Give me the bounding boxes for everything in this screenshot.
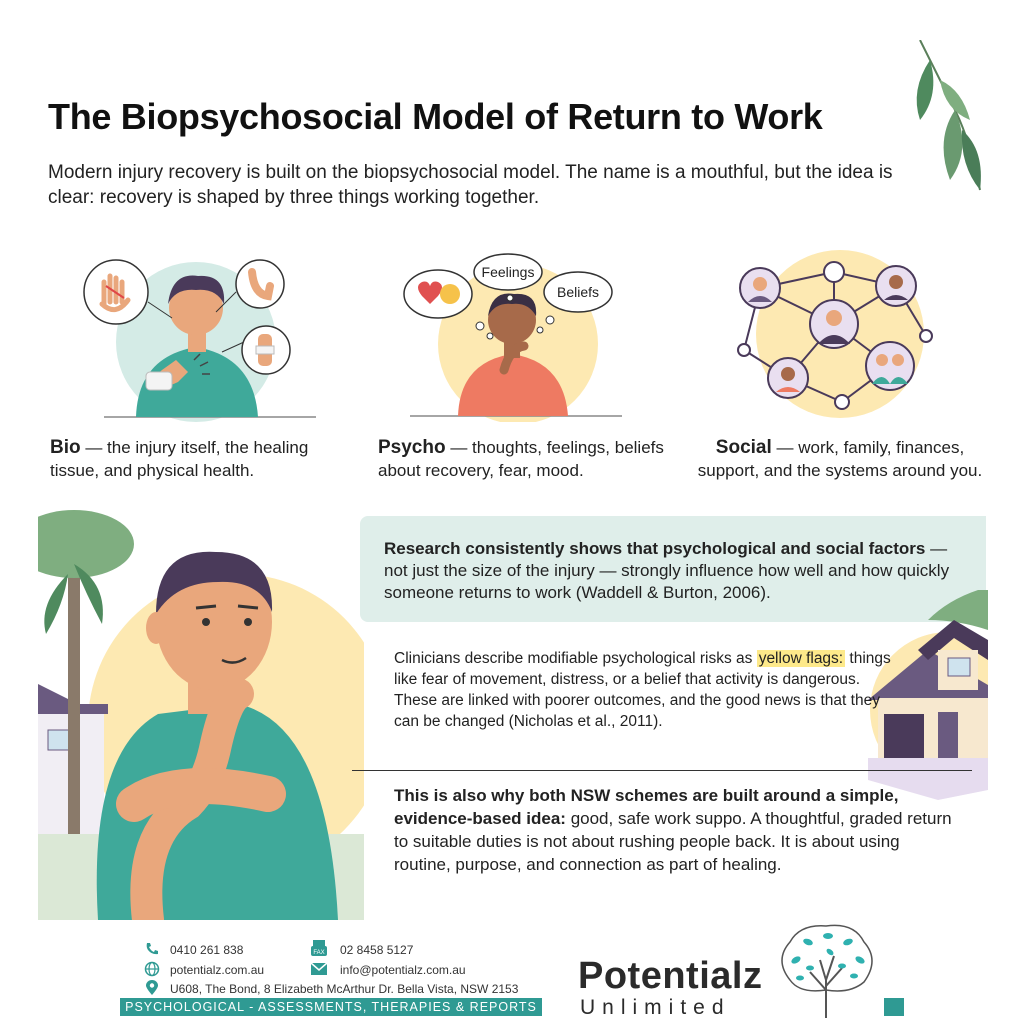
phone-icon [146,943,158,955]
brand-name: Potentialz [578,955,763,997]
flags-after: things like fear of movement, distress, … [394,650,891,730]
psycho-caption: Psycho — thoughts, feelings, beliefs abo… [378,436,678,482]
tree-brain-logo-icon [781,924,873,1018]
leaves-decoration-icon [916,40,981,191]
services-strip: PSYCHOLOGICAL - ASSESSMENTS, THERAPIES &… [120,998,542,1016]
nsw-strong: This is also why both NSW schemes are bu… [394,786,899,828]
bio-illustration [83,259,316,422]
social-caption: Social — work, family, finances, support… [690,436,990,482]
research-strong: Research consistently shows that psychol… [384,539,926,558]
bio-text: — the injury itself, the healing tissue,… [50,438,309,480]
social-text: — work, family, finances, support, and t… [697,438,983,480]
yellow-flags-highlight: yellow flags: [756,650,846,667]
location-pin-icon [146,980,158,995]
house-illustration [868,590,988,800]
bubble-beliefs: Beliefs [557,284,599,300]
fax-icon: FAX [311,940,327,956]
email-link[interactable]: info@potentialz.com.au [340,963,466,977]
intro-text: Modern injury recovery is built on the b… [48,162,893,208]
brand-subtitle: Unlimited [580,996,731,1019]
nsw-rest: good, safe work suppo. A thoughtful, gra… [394,809,952,874]
yellow-flags-text: Clinicians describe modifiable psycholog… [394,648,894,732]
research-rest: — not just the size of the injury — stro… [384,539,950,602]
footer-accent-square [884,998,904,1016]
globe-icon [144,961,160,977]
psycho-term: Psycho [378,437,446,458]
social-illustration [737,250,933,418]
nsw-schemes-text: This is also why both NSW schemes are bu… [394,784,954,876]
fax-number: 02 8458 5127 [340,943,414,957]
bio-term: Bio [50,437,81,458]
social-term: Social [715,437,772,458]
flags-before: Clinicians describe modifiable psycholog… [394,650,757,667]
psycho-text: — thoughts, feelings, beliefs about reco… [378,438,664,480]
section-divider [352,770,972,771]
page-title: The Biopsychosocial Model of Return to W… [48,96,823,137]
fax-icon-label: FAX [313,950,324,956]
address-text: U608, The Bond, 8 Elizabeth McArthur Dr.… [170,982,519,996]
mail-icon [310,962,328,975]
thinking-man-illustration [38,504,364,920]
bubble-feelings: Feelings [482,264,535,280]
research-callout-box [360,516,986,622]
bio-caption: Bio — the injury itself, the healing tis… [50,436,350,482]
psycho-illustration: Feelings Beliefs [403,253,622,422]
phone-number[interactable]: 0410 261 838 [170,943,244,957]
website-link[interactable]: potentialz.com.au [170,963,265,977]
research-text: Research consistently shows that psychol… [384,538,964,604]
